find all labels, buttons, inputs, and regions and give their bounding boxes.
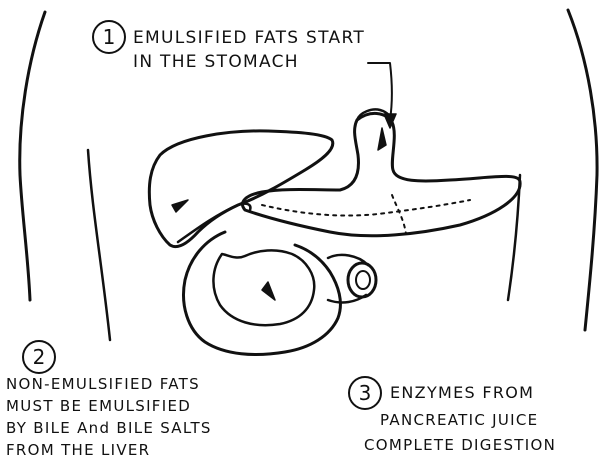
label-3-line-1: ENZYMES FROM bbox=[390, 383, 534, 403]
label-3-line-3: COMPLETE DIGESTION bbox=[364, 435, 556, 455]
liver-arrow bbox=[172, 200, 188, 212]
stomach-dotted-line bbox=[262, 200, 470, 216]
label-1-line-2: IN THE STOMACH bbox=[133, 52, 299, 72]
label-2-number: 2 bbox=[33, 345, 46, 369]
torso-left-outline bbox=[20, 12, 45, 300]
label-2-line-4: FROM THE LIVER bbox=[6, 440, 150, 460]
intestine-opening bbox=[348, 263, 376, 297]
torso-left-inner-line bbox=[88, 150, 110, 340]
label-2-line-2: MUST BE EMULSIFIED bbox=[6, 396, 191, 416]
label-1-number: 1 bbox=[103, 25, 116, 49]
stomach-fold-dotted bbox=[392, 195, 406, 234]
pancreas-arrow bbox=[262, 282, 275, 300]
intestine-opening-inner bbox=[356, 271, 370, 289]
label-1-number-circle: 1 bbox=[92, 20, 126, 54]
label-2-number-circle: 2 bbox=[22, 340, 56, 374]
label-2-line-3: BY BILE And BILE SALTS bbox=[6, 418, 212, 438]
stomach-arrow bbox=[378, 128, 386, 150]
label-1-line-1: EMULSIFIED FATS START bbox=[133, 28, 365, 48]
label-3-number: 3 bbox=[359, 381, 372, 405]
label-1-pointer bbox=[368, 63, 392, 120]
label-2-line-1: NON-EMULSIFIED FATS bbox=[6, 374, 200, 394]
torso-right-outline bbox=[568, 10, 597, 330]
label-3-number-circle: 3 bbox=[348, 376, 382, 410]
label-3-line-2: PANCREATIC JUICE bbox=[380, 410, 538, 430]
